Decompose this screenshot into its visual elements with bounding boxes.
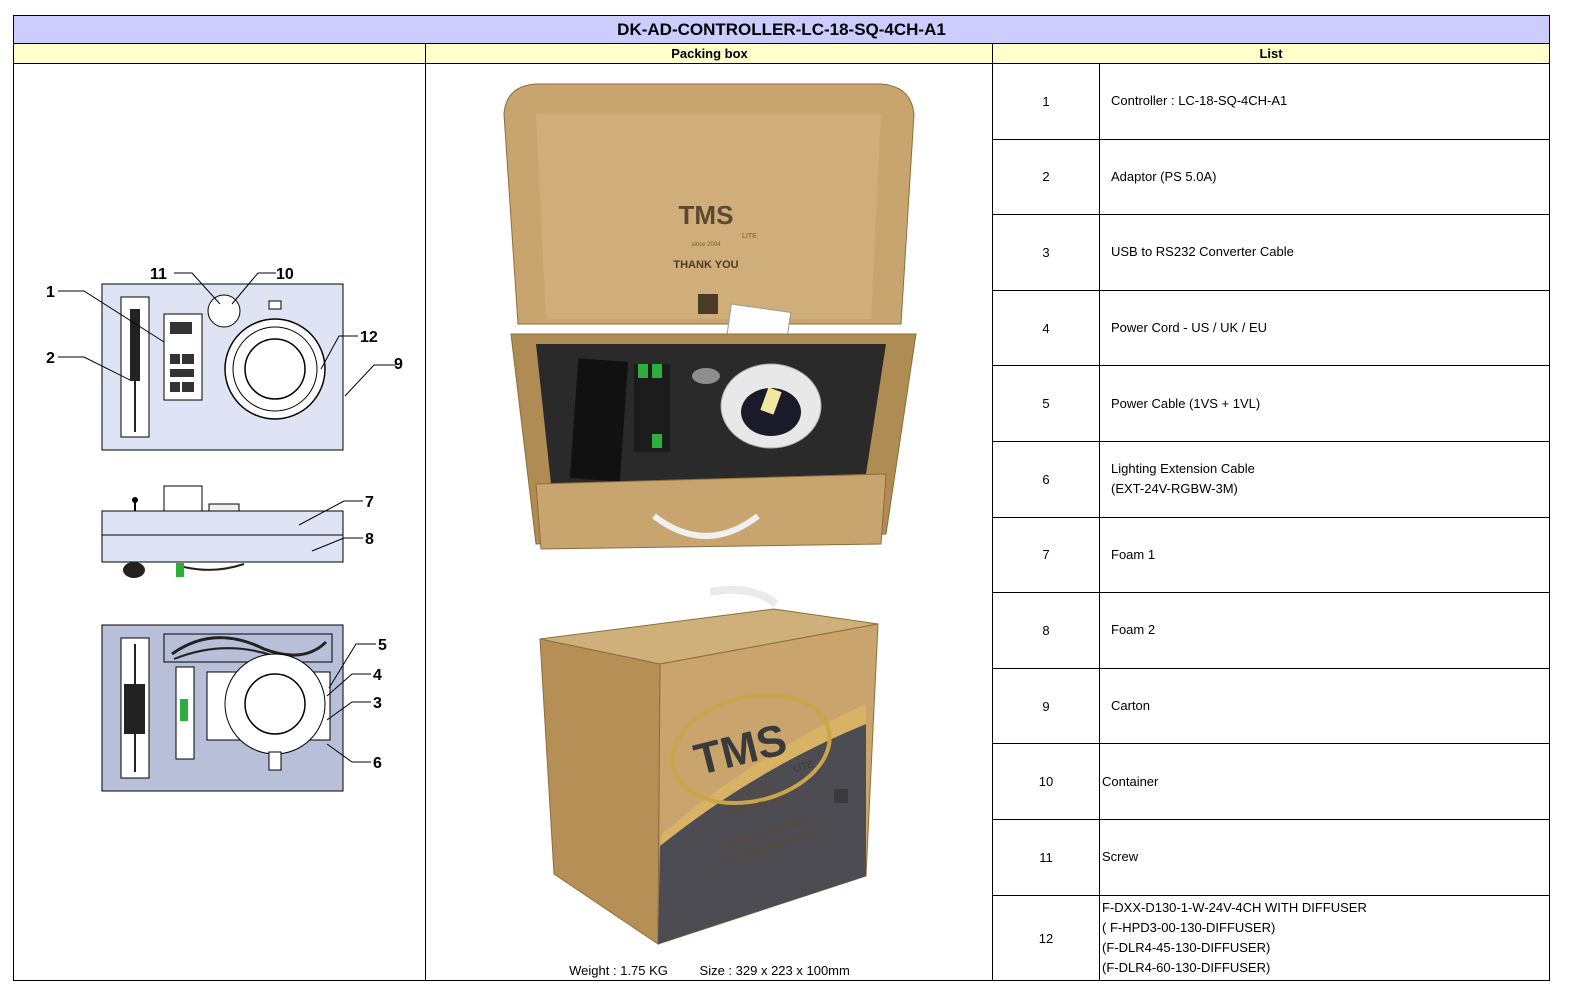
list-item-number: 3 bbox=[993, 215, 1100, 290]
callout-2: 2 bbox=[46, 350, 55, 367]
list-item-description: F-DXX-D130-1-W-24V-4CH WITH DIFFUSER ( F-… bbox=[1100, 896, 1549, 981]
list-item-line: Lighting Extension Cable bbox=[1111, 461, 1255, 477]
list-item-number: 6 bbox=[993, 442, 1100, 517]
list-item-description: Foam 1 bbox=[1100, 518, 1549, 593]
assembly-drawing: 1 2 11 10 12 9 7 8 5 4 3 6 bbox=[46, 266, 403, 792]
list-item-number: 4 bbox=[993, 290, 1100, 366]
open-box-thank-you: THANK YOU bbox=[673, 259, 738, 271]
list-item-number: 11 bbox=[993, 820, 1100, 895]
closed-box-brand-sub: LITE bbox=[792, 759, 815, 775]
list-item-description: Controller : LC-18-SQ-4CH-A1 bbox=[1100, 64, 1549, 139]
list-item-line: Adaptor (PS 5.0A) bbox=[1111, 168, 1217, 184]
list-item-description: Power Cord - US / UK / EU bbox=[1100, 291, 1549, 366]
list-item-line: Carton bbox=[1111, 698, 1151, 714]
list-item-line: Power Cord - US / UK / EU bbox=[1111, 320, 1268, 336]
open-box-brand: TMS bbox=[679, 200, 734, 230]
callout-8: 8 bbox=[365, 531, 374, 548]
callout-10: 10 bbox=[276, 266, 294, 283]
packing-specs: Weight : 1.75 KG Size : 329 x 223 x 100m… bbox=[426, 963, 993, 978]
list-item-line: Foam 2 bbox=[1111, 622, 1156, 638]
callout-7: 7 bbox=[365, 494, 374, 511]
column-divider bbox=[425, 44, 426, 980]
list-item-description: Adaptor (PS 5.0A) bbox=[1100, 140, 1549, 215]
list-item: 4 Power Cord - US / UK / EU bbox=[993, 290, 1549, 367]
callout-12: 12 bbox=[360, 329, 378, 346]
callout-5: 5 bbox=[378, 637, 387, 654]
list-item-line: (F-DLR4-60-130-DIFFUSER) bbox=[1102, 960, 1271, 976]
list-item-number: 7 bbox=[993, 517, 1100, 593]
list-item-number: 8 bbox=[993, 593, 1100, 668]
list-item-number: 2 bbox=[993, 139, 1100, 215]
list-item-line: Screw bbox=[1102, 849, 1139, 865]
contents-list: 1 Controller : LC-18-SQ-4CH-A1 2 Adaptor (P… bbox=[993, 64, 1549, 981]
packing-box-column: TMS LITE since 2004 THANK YOU bbox=[426, 64, 993, 980]
list-item-number: 5 bbox=[993, 366, 1100, 441]
column-divider bbox=[992, 44, 993, 980]
list-item-line: Container bbox=[1102, 773, 1159, 789]
size-label: Size : 329 x 223 x 100mm bbox=[699, 963, 850, 978]
open-box-photo: TMS LITE since 2004 THANK YOU bbox=[503, 83, 917, 550]
open-box-brand-sub: LITE bbox=[742, 233, 757, 240]
list-item-description: Foam 2 bbox=[1100, 593, 1549, 668]
list-item-number: 1 bbox=[993, 64, 1100, 139]
header-list: List bbox=[1259, 46, 1283, 61]
list-item-line: USB to RS232 Converter Cable bbox=[1111, 244, 1294, 260]
weight-label: Weight : 1.75 KG bbox=[569, 963, 668, 978]
header-row: Packing box List bbox=[14, 44, 1549, 64]
list-item-description: Container bbox=[1100, 744, 1549, 819]
list-item-line: ( F-HPD3-00-130-DIFFUSER) bbox=[1102, 920, 1276, 936]
callout-4: 4 bbox=[373, 667, 382, 684]
list-item: 6 Lighting Extension Cable (EXT-24V-RGBW-3… bbox=[993, 442, 1549, 518]
callout-3: 3 bbox=[373, 695, 382, 712]
list-item-description: USB to RS232 Converter Cable bbox=[1100, 215, 1549, 290]
list-item-number: 10 bbox=[993, 744, 1100, 819]
document-title: DK-AD-CONTROLLER-LC-18-SQ-4CH-A1 bbox=[14, 16, 1549, 44]
packing-box-illustration: TMS LITE since 2004 THANK YOU bbox=[503, 83, 917, 945]
list-item-line: Power Cable (1VS + 1VL) bbox=[1111, 395, 1261, 411]
top-view bbox=[101, 283, 344, 451]
list-item: 8 Foam 2 bbox=[993, 593, 1549, 669]
assembly-diagram: 1 2 11 10 12 9 7 8 5 4 3 6 bbox=[14, 64, 426, 980]
side-view bbox=[101, 485, 344, 578]
list-item-description: Power Cable (1VS + 1VL) bbox=[1100, 366, 1549, 441]
list-item-number: 9 bbox=[993, 668, 1100, 744]
list-item-description: Carton bbox=[1100, 669, 1549, 744]
list-item: 7 Foam 1 bbox=[993, 517, 1549, 594]
list-item: 9 Carton bbox=[993, 668, 1549, 745]
callout-1: 1 bbox=[46, 284, 55, 301]
callout-labels: 1 2 11 10 12 9 7 8 5 4 3 6 bbox=[46, 266, 403, 772]
header-packing-box: Packing box bbox=[671, 46, 748, 61]
bottom-view bbox=[101, 624, 344, 792]
callout-9: 9 bbox=[394, 356, 403, 373]
open-box-since: since 2004 bbox=[691, 242, 721, 248]
callout-leaders bbox=[58, 272, 396, 763]
list-item-description: Lighting Extension Cable (EXT-24V-RGBW-3M… bbox=[1100, 442, 1549, 517]
list-item-number: 12 bbox=[993, 895, 1100, 981]
callout-6: 6 bbox=[373, 755, 382, 772]
list-item-line: (F-DLR4-45-130-DIFFUSER) bbox=[1102, 940, 1271, 956]
list-item: 3 USB to RS232 Converter Cable bbox=[993, 215, 1549, 291]
list-item-line: (EXT-24V-RGBW-3M) bbox=[1111, 481, 1238, 497]
closed-box-photo: TMS LITE since 2004 www.tms-lite.com LED… bbox=[539, 585, 879, 945]
list-item: 2 Adaptor (PS 5.0A) bbox=[993, 139, 1549, 216]
list-item-description: Screw bbox=[1100, 820, 1549, 895]
packing-list-sheet: DK-AD-CONTROLLER-LC-18-SQ-4CH-A1 Packing… bbox=[13, 15, 1550, 981]
list-item-line: Foam 1 bbox=[1111, 546, 1156, 562]
list-item: 5 Power Cable (1VS + 1VL) bbox=[993, 366, 1549, 442]
list-item: 1 Controller : LC-18-SQ-4CH-A1 bbox=[993, 64, 1549, 140]
list-item-line: Controller : LC-18-SQ-4CH-A1 bbox=[1111, 93, 1288, 109]
callout-11: 11 bbox=[150, 266, 167, 283]
list-item-line: F-DXX-D130-1-W-24V-4CH WITH DIFFUSER bbox=[1102, 900, 1367, 916]
